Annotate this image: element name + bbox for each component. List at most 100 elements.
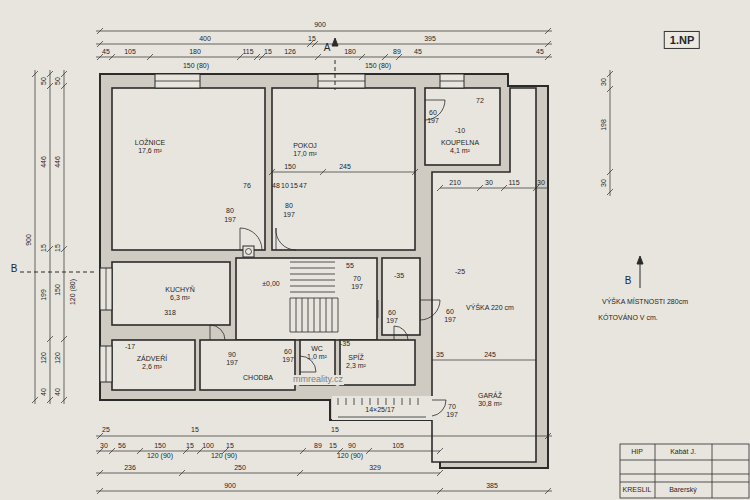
dimension-label: 89 xyxy=(314,442,322,450)
room-name: KUCHYŇ xyxy=(165,286,195,294)
dimension-label: 245 xyxy=(339,163,351,171)
dimension-label: 15 xyxy=(290,182,298,190)
dimension-label: B xyxy=(625,275,632,286)
room-label: WC1,0 m² xyxy=(307,345,327,360)
dimension-label: 45 xyxy=(414,48,422,56)
dimension-label: 120 (90) xyxy=(147,452,173,460)
dimension-label: 446 xyxy=(40,156,48,168)
dimension-label: 197 xyxy=(224,216,236,224)
dimension-label: 236 xyxy=(124,464,136,472)
dimension-label: 197 xyxy=(283,211,295,219)
dimension-label: 105 xyxy=(392,442,404,450)
room-name: CHODBA xyxy=(243,374,273,382)
dimension-label: 30 xyxy=(600,78,608,86)
dimension-label: 180 xyxy=(344,48,356,56)
dimension-label: 900 xyxy=(314,21,326,29)
dimension-label: 15 xyxy=(329,442,337,450)
dimension-label: 30 xyxy=(537,179,545,187)
dimension-label: 45 xyxy=(536,48,544,56)
dimension-label: 400 xyxy=(199,35,211,43)
room-name: 1.NP xyxy=(670,34,694,46)
dimension-label: 900 xyxy=(224,482,236,490)
dimension-label: 210 xyxy=(449,179,461,187)
room-name: KOUPELNA xyxy=(441,139,479,147)
dimension-label: 197 xyxy=(386,317,398,325)
dimension-label: 197 xyxy=(351,283,363,291)
room-name: LOŽNICE xyxy=(135,139,165,147)
dimension-label: 60 xyxy=(284,348,292,356)
room-label: ZÁDVEŘÍ2,6 m² xyxy=(137,355,167,370)
dimension-label: 395 xyxy=(424,35,436,43)
dimension-label: 15 xyxy=(54,244,62,252)
dimension-label: 70 xyxy=(448,403,456,411)
dimension-label: 50 xyxy=(54,77,62,85)
dimension-label: 150 (80) xyxy=(365,62,391,70)
room-label: LOŽNICE17,6 m² xyxy=(135,139,165,154)
dimension-label: 10 xyxy=(281,182,289,190)
room-label: POKOJ17,0 m² xyxy=(293,142,317,157)
dimension-label: -35 xyxy=(340,340,350,348)
dimension-label: HIP xyxy=(631,448,643,456)
room-area: 30,8 m² xyxy=(478,400,502,408)
dimension-label: 150 xyxy=(54,284,62,296)
dimension-label: 385 xyxy=(486,482,498,490)
dimension-label: 50 xyxy=(40,77,48,85)
dimension-label: -25 xyxy=(455,268,465,276)
dimension-label: 80 xyxy=(226,207,234,215)
room-name: ZÁDVEŘÍ xyxy=(137,355,167,363)
dimension-label: 30 xyxy=(100,442,108,450)
dimension-label: 70 xyxy=(353,275,361,283)
room-name: SPÍŽ xyxy=(348,354,364,362)
dimension-label: 30 xyxy=(485,179,493,187)
dimension-label: -10 xyxy=(455,127,465,135)
room-area: 2,6 m² xyxy=(142,363,162,371)
room-label: KUCHYŇ6,3 m² xyxy=(165,286,195,301)
dimension-label: 197 xyxy=(226,359,238,367)
room-name: WC xyxy=(311,345,323,353)
dimension-label: 76 xyxy=(243,182,251,190)
dimension-label: ±0,00 xyxy=(262,280,279,288)
dimension-label: 198 xyxy=(600,119,608,131)
dimension-label: 197 xyxy=(427,117,439,125)
dimension-label: 35 xyxy=(436,351,444,359)
dimension-label: KÓTOVÁNO V cm. xyxy=(598,314,657,322)
dimension-label: 45 xyxy=(102,48,110,56)
dimension-label: 318 xyxy=(164,309,176,317)
dimension-label: 100 xyxy=(202,442,214,450)
dimension-label: 105 xyxy=(124,48,136,56)
room-label: CHODBA xyxy=(243,374,273,382)
dimension-label: 80 xyxy=(285,202,293,210)
dimension-label: 446 xyxy=(54,156,62,168)
dimension-label: 120 (80) xyxy=(69,279,77,305)
dimension-label: 47 xyxy=(299,182,307,190)
dimension-label: mmreality.cz xyxy=(292,375,344,385)
room-label: GARÁŽ30,8 m² xyxy=(478,392,502,407)
room-area: 2,3 m² xyxy=(346,362,366,370)
dimension-label: 250 xyxy=(234,464,246,472)
dimension-label: 14×25/17 xyxy=(364,406,395,414)
dimension-label: 56 xyxy=(118,442,126,450)
dimension-label: A xyxy=(324,42,331,53)
dimension-label: 197 xyxy=(444,316,456,324)
dimension-label: Kabát J. xyxy=(670,448,696,456)
dimension-label: 120 (90) xyxy=(211,452,237,460)
dimension-label: 150 xyxy=(154,442,166,450)
dimension-label: 15 xyxy=(191,426,199,434)
dimension-label: 89 xyxy=(393,48,401,56)
dimension-label: 329 xyxy=(369,464,381,472)
dimension-label: 60 xyxy=(446,308,454,316)
room-area: 17,0 m² xyxy=(293,150,317,158)
room-area: 6,3 m² xyxy=(170,294,190,302)
dimension-label: 120 (90) xyxy=(337,452,363,460)
dimension-label: 245 xyxy=(484,351,496,359)
room-name: GARÁŽ xyxy=(478,392,502,400)
room-area: 17,6 m² xyxy=(138,147,162,155)
dimension-label: 15 xyxy=(226,442,234,450)
room-area: 1,0 m² xyxy=(307,353,327,361)
dimension-label: VÝŠKA 220 cm xyxy=(466,304,514,312)
dimension-label: 120 xyxy=(54,352,62,364)
dimension-label: 48 xyxy=(272,182,280,190)
dimension-label: 60 xyxy=(388,309,396,317)
dimension-label: 197 xyxy=(282,356,294,364)
